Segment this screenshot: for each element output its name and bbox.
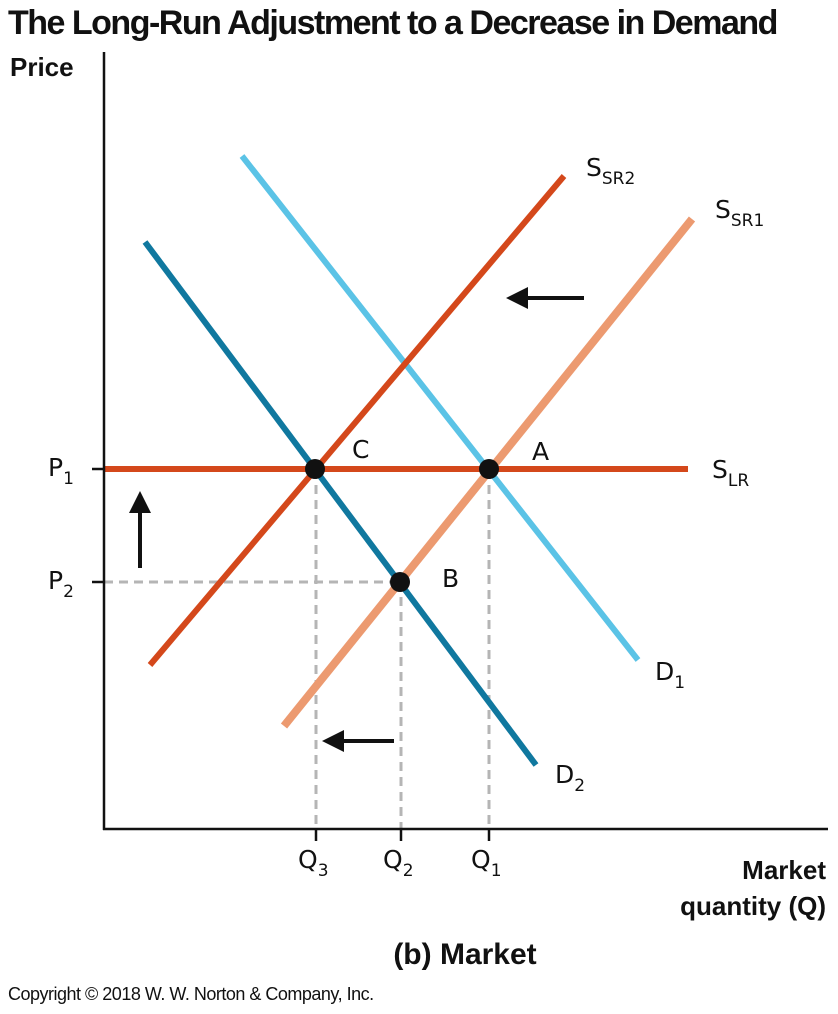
arrow-quantity-left-icon (322, 730, 394, 752)
curve-d2 (142, 240, 539, 767)
shift-arrows (129, 287, 584, 752)
point-c-marker (305, 459, 325, 479)
curve-label-slr: SLR (712, 455, 749, 491)
diagram-title: The Long-Run Adjustment to a Decrease in… (8, 4, 778, 42)
point-a-label: A (532, 437, 549, 466)
arrow-supply-left-icon (506, 287, 584, 309)
quantity-label-q3: Q3 (298, 845, 329, 881)
curve-ssr2 (147, 174, 567, 667)
price-label-p2: P2 (48, 566, 74, 602)
curve-label-ssr1: SSR1 (715, 195, 764, 231)
point-a-marker (479, 459, 499, 479)
price-label-p1: P1 (48, 453, 74, 489)
x-axis-label-line2: quantity (Q) (680, 891, 826, 921)
point-b-marker (390, 572, 410, 592)
curve-label-d1: D1 (655, 657, 685, 693)
x-axis-label-line1: Market (742, 855, 826, 885)
point-c-label: C (352, 435, 369, 464)
panel-caption: (b) Market (393, 938, 537, 971)
x-axis-label: Market quantity (Q) (680, 852, 826, 924)
curve-d1 (239, 154, 641, 662)
axes (92, 52, 828, 841)
copyright-notice: Copyright © 2018 W. W. Norton & Company,… (8, 984, 374, 1004)
quantity-label-q1: Q1 (471, 845, 502, 881)
quantity-label-q2: Q2 (383, 845, 414, 881)
curve-label-ssr2: SSR2 (586, 153, 635, 189)
arrow-price-up-icon (129, 491, 151, 568)
point-b-label: B (442, 564, 459, 593)
curve-label-d2: D2 (555, 760, 585, 796)
guide-lines (104, 470, 491, 828)
y-axis-label: Price (10, 52, 74, 82)
